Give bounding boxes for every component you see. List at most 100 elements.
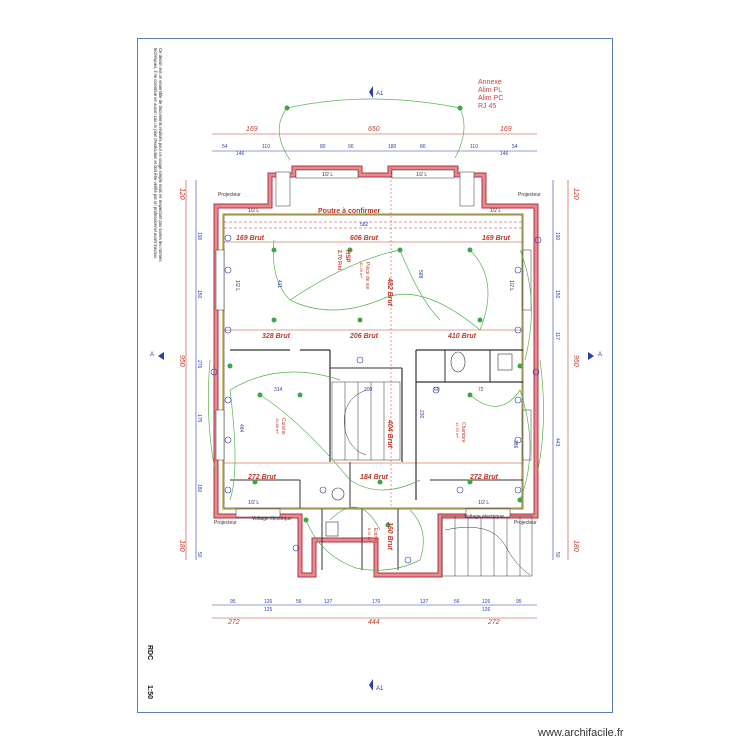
svg-text:1/2 L: 1/2 L [508, 280, 514, 291]
svg-text:120: 120 [572, 188, 579, 200]
svg-text:56: 56 [296, 599, 302, 605]
svg-text:170: 170 [372, 599, 381, 605]
svg-text:Voltage électrique: Voltage électrique [464, 514, 504, 520]
svg-text:410 Brut: 410 Brut [447, 333, 477, 340]
svg-text:272: 272 [227, 619, 240, 626]
svg-text:169 Brut: 169 Brut [482, 235, 511, 242]
svg-text:175: 175 [196, 414, 202, 423]
svg-text:272 Brut: 272 Brut [247, 474, 277, 481]
svg-text:1/2 L: 1/2 L [416, 172, 427, 178]
svg-text:126: 126 [264, 599, 273, 605]
svg-text:1/2 L: 1/2 L [248, 500, 259, 506]
walls [213, 165, 539, 578]
svg-text:404 Brut: 404 Brut [386, 419, 393, 449]
svg-text:190: 190 [196, 232, 202, 241]
bay-labels: 1/2 L 1/2 L 1/2 L 1/2 L 1/2 L 1/2 L 1/2 … [234, 172, 514, 506]
svg-text:Projecteur: Projecteur [214, 520, 237, 526]
svg-text:482 Brut: 482 Brut [386, 277, 393, 307]
room-area: 12.93 m² [455, 422, 460, 438]
svg-text:328 Brut: 328 Brut [262, 333, 291, 340]
svg-text:180: 180 [572, 540, 579, 552]
svg-text:117: 117 [554, 332, 560, 340]
svg-text:126: 126 [482, 599, 491, 605]
svg-text:443: 443 [554, 438, 560, 447]
svg-text:56: 56 [454, 599, 460, 605]
svg-text:276: 276 [196, 360, 202, 369]
room-area: 40.29 m² [359, 262, 364, 278]
equipment-labels: Projecteur Projecteur Projecteur Project… [214, 192, 541, 526]
room-name: Entrée [372, 528, 378, 543]
axis-label: A [150, 352, 154, 358]
legend-item: Annexe [478, 79, 502, 86]
legend-item: Alim PL [478, 87, 503, 94]
svg-text:72: 72 [478, 387, 484, 393]
svg-text:146: 146 [236, 151, 245, 157]
svg-text:Projecteur: Projecteur [518, 192, 541, 198]
svg-text:120: 120 [178, 188, 185, 200]
scale-label: 1:50 [146, 685, 153, 700]
room-labels: Pièce de vie 40.29 m² HSP 2.70 Fini Cuis… [275, 250, 466, 543]
room-name: Cuisine [280, 418, 286, 435]
svg-text:110: 110 [470, 144, 478, 150]
dim-top-overall-3: 169 [500, 126, 512, 133]
svg-text:1/2 L: 1/2 L [478, 500, 489, 506]
section-marker-bottom: A1 [369, 679, 384, 692]
room-name: Chambre [460, 422, 466, 443]
dim-top-overall-1: 169 [246, 126, 258, 133]
svg-text:272: 272 [487, 619, 500, 626]
svg-text:314: 314 [274, 387, 283, 393]
light-points [227, 105, 523, 528]
dim-top-overall-2: 650 [368, 126, 380, 133]
svg-text:588: 588 [417, 270, 423, 279]
svg-text:1/2 L: 1/2 L [490, 208, 501, 214]
svg-text:272 Brut: 272 Brut [469, 474, 499, 481]
svg-text:125: 125 [264, 607, 273, 613]
svg-text:150: 150 [554, 290, 560, 299]
legend-item: RJ 45 [478, 103, 497, 110]
svg-text:1/2 L: 1/2 L [248, 208, 259, 214]
electrical-circuits [207, 98, 544, 571]
svg-text:1/2 L: 1/2 L [234, 280, 240, 291]
svg-text:60: 60 [434, 387, 440, 393]
svg-text:180: 180 [196, 484, 202, 493]
svg-text:169 Brut: 169 Brut [236, 235, 265, 242]
svg-text:Voltage électrique: Voltage électrique [252, 516, 292, 522]
svg-text:Projecteur: Projecteur [218, 192, 241, 198]
svg-text:80: 80 [320, 144, 326, 150]
section-marker-top: A1 [369, 86, 384, 98]
svg-text:230: 230 [418, 410, 424, 419]
svg-text:50: 50 [196, 552, 202, 558]
svg-text:950: 950 [178, 355, 185, 367]
svg-text:606 Brut: 606 Brut [350, 235, 379, 242]
room-area: 2.70 Fini [336, 250, 342, 271]
svg-text:Projecteur: Projecteur [514, 520, 537, 526]
legend-item: Alim PC [478, 95, 504, 102]
brut-labels: 169 Brut 606 Brut 169 Brut 482 Brut 328 … [236, 235, 511, 551]
svg-text:90: 90 [348, 144, 354, 150]
watermark: www.archifacile.fr [538, 727, 624, 739]
svg-text:411: 411 [276, 280, 282, 288]
svg-text:126: 126 [482, 607, 491, 613]
window-bays [215, 169, 532, 518]
room-area: 8.41 m² [367, 528, 372, 542]
sanitary-fixtures [325, 351, 513, 537]
beam-label: Poutre à confirmer [318, 208, 381, 215]
room-area: 19.88 m² [275, 418, 280, 434]
room-name: Pièce de vie [364, 262, 370, 289]
room-name: HSP [344, 250, 350, 262]
dimension-texts: 169 650 169 54 110 80 90 180 80 110 54 1… [178, 126, 579, 626]
dimension-lines [185, 133, 569, 619]
legend: Annexe Alim PL Alim PC RJ 45 [478, 79, 503, 111]
axis-label: A1 [376, 686, 384, 692]
svg-text:386: 386 [512, 440, 518, 449]
svg-text:110: 110 [262, 144, 270, 150]
svg-text:950: 950 [572, 355, 579, 367]
svg-text:50: 50 [554, 552, 560, 558]
svg-text:54: 54 [222, 144, 228, 150]
level-label: RDC [146, 645, 153, 661]
drawing-sheet [137, 38, 613, 713]
svg-text:150: 150 [196, 290, 202, 299]
svg-text:200: 200 [364, 387, 373, 393]
svg-text:80: 80 [420, 144, 426, 150]
